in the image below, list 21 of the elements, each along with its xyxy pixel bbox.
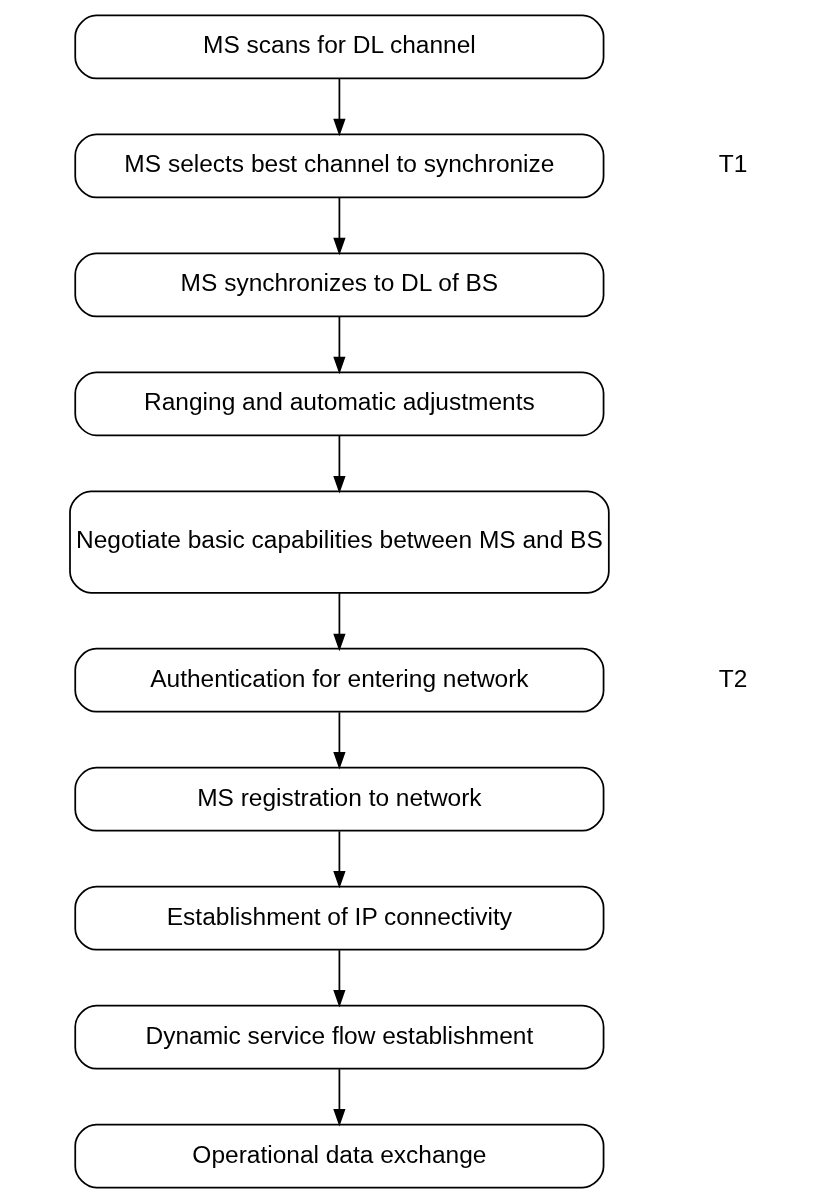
arrow (332, 592, 346, 652)
arrow (332, 830, 346, 889)
arrow (332, 434, 346, 494)
label: T2 (718, 664, 747, 692)
arrow (332, 78, 346, 137)
label: T1 (718, 150, 747, 178)
node-box: Establishment of IP connectivity (73, 885, 604, 951)
arrow (332, 949, 346, 1008)
arrow (332, 197, 346, 256)
node-box: Dynamic service flow establishment (73, 1004, 604, 1070)
node-box: Operational data exchange (73, 1123, 604, 1189)
arrow (332, 316, 346, 375)
node-box: MS selects best channel to synchronize (73, 133, 604, 199)
arrow (332, 711, 346, 770)
node-box: MS registration to network (73, 766, 604, 832)
node-box: Authentication for entering network (73, 647, 604, 713)
arrow (332, 1068, 346, 1127)
node-box: MS scans for DL channel (73, 14, 604, 80)
node-box: MS synchronizes to DL of BS (73, 252, 604, 318)
node-box: Ranging and automatic adjustments (73, 371, 604, 437)
node-box: Negotiate basic capabilities between MS and BS (68, 490, 610, 594)
